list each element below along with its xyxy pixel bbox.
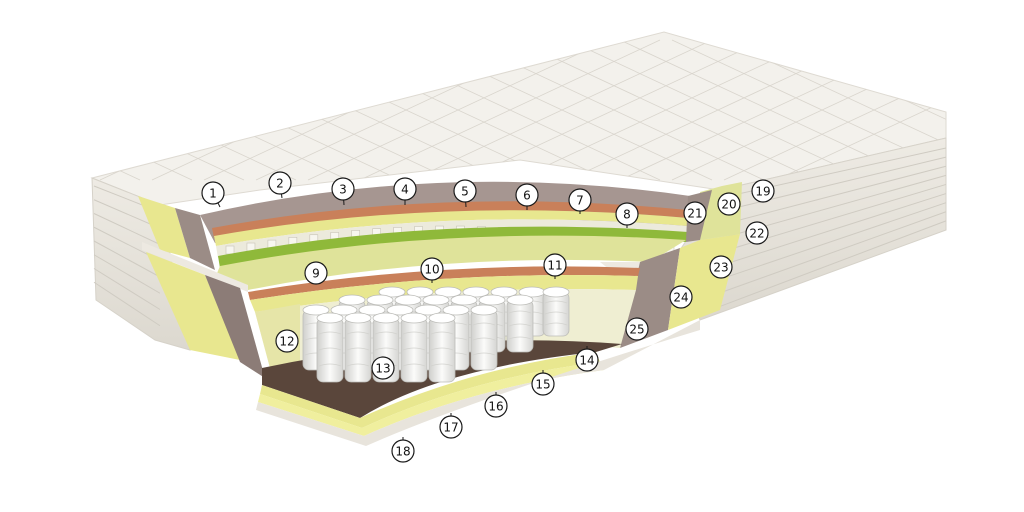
pocket-spring — [344, 312, 372, 383]
callout-20: 20 — [717, 192, 741, 216]
pocket-spring — [400, 312, 428, 383]
lower-module-top-edge — [142, 242, 248, 292]
callout-13: 13 — [371, 356, 395, 380]
lower-felt-edge-left — [205, 275, 265, 378]
callout-number: 11 — [547, 259, 562, 273]
callout-number: 8 — [623, 208, 631, 222]
cross-section — [138, 181, 742, 446]
callout-number: 16 — [488, 400, 503, 414]
callout-number: 18 — [395, 445, 410, 459]
callout-24: 24 — [669, 285, 693, 309]
callout-12: 12 — [275, 329, 299, 353]
callout-number: 6 — [523, 189, 531, 203]
callout-number: 7 — [576, 194, 584, 208]
pocket-spring — [506, 294, 534, 353]
callout-4: 4 — [393, 177, 417, 205]
bottom-felt-layer — [260, 352, 600, 428]
callout-2: 2 — [268, 171, 292, 199]
callout-3: 3 — [331, 177, 355, 206]
callout-number: 15 — [535, 378, 550, 392]
top-copper-layer — [212, 201, 688, 238]
callout-6: 6 — [515, 183, 539, 210]
callout-8: 8 — [615, 202, 639, 228]
callout-25: 25 — [625, 317, 649, 341]
callout-number: 20 — [721, 198, 736, 212]
callout-18: 18 — [391, 437, 415, 463]
inner-copper-layer — [248, 266, 640, 300]
callout-number: 22 — [749, 227, 764, 241]
callout-21: 21 — [683, 201, 707, 225]
callout-number: 19 — [755, 185, 770, 199]
support-foam-layer — [215, 235, 686, 290]
callout-number: 13 — [375, 362, 390, 376]
side-stitch-lines — [93, 147, 947, 327]
callout-number: 17 — [443, 421, 458, 435]
callout-5: 5 — [453, 179, 477, 208]
callout-number: 12 — [279, 335, 294, 349]
callout-number: 3 — [339, 183, 347, 197]
callout-number: 25 — [629, 323, 644, 337]
pocket-spring — [316, 312, 344, 383]
callout-number: 9 — [312, 267, 320, 281]
callout-1: 1 — [201, 181, 225, 208]
inner-latex-layer — [250, 275, 638, 312]
callout-number: 5 — [461, 185, 469, 199]
callout-10: 10 — [420, 257, 444, 283]
upper-felt-edge-left — [175, 208, 215, 270]
callout-number: 2 — [276, 177, 284, 191]
callout-22: 22 — [745, 221, 769, 245]
callout-number: 4 — [401, 183, 409, 197]
lower-latex-face-left — [146, 252, 240, 360]
callout-23: 23 — [709, 255, 733, 279]
callout-9: 9 — [304, 261, 328, 285]
callout-14: 14 — [575, 346, 599, 372]
pocket-spring — [542, 286, 570, 337]
callout-15: 15 — [531, 370, 555, 396]
callout-number: 21 — [687, 207, 702, 221]
bottom-yellow-2 — [258, 362, 604, 436]
mattress-body — [90, 31, 947, 351]
callout-number: 14 — [579, 354, 594, 368]
callout-17: 17 — [439, 413, 463, 439]
pocket-spring — [428, 312, 456, 383]
pocket-spring — [470, 304, 498, 371]
upper-latex-face — [138, 196, 190, 258]
callout-number: 23 — [713, 261, 728, 275]
callout-7: 7 — [568, 188, 592, 214]
callout-19: 19 — [751, 179, 775, 203]
callout-16: 16 — [484, 392, 508, 418]
callout-number: 10 — [424, 263, 439, 277]
callout-11: 11 — [543, 253, 567, 279]
callout-number: 24 — [673, 291, 688, 305]
top-yellow-layer — [214, 210, 688, 246]
callout-number: 1 — [209, 187, 217, 201]
